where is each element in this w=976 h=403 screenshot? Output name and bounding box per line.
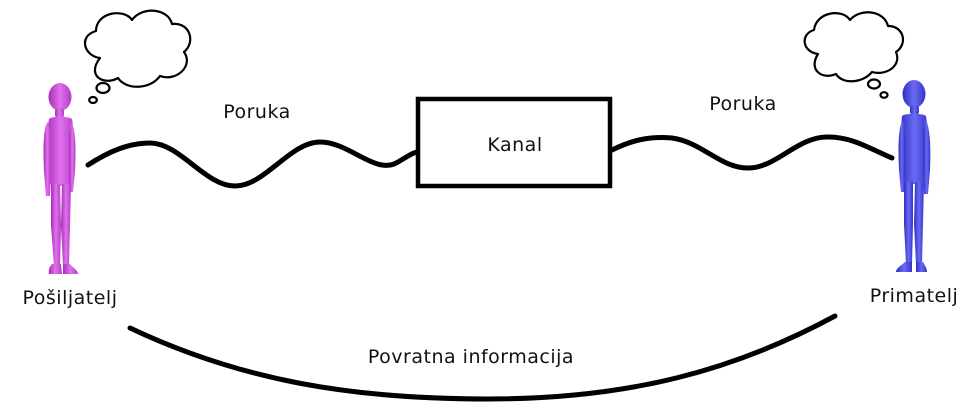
channel-label: Kanal <box>487 134 542 156</box>
receiver-label: Primatelj <box>870 285 959 307</box>
receiver-thought-bubble-icon <box>803 11 905 99</box>
receiver-figure-icon <box>896 80 931 272</box>
message-wave-left <box>85 139 421 189</box>
feedback-label: Povratna informacija <box>368 346 574 368</box>
channel-box <box>415 96 613 189</box>
sender-figure-icon <box>43 83 78 274</box>
feedback-arc <box>127 313 838 402</box>
message-wave-right <box>609 134 895 171</box>
message-right-label: Poruka <box>709 93 777 115</box>
sender-label: Pošiljatelj <box>23 287 118 309</box>
sender-thought-bubble-icon <box>84 9 192 105</box>
message-left-label: Poruka <box>223 101 291 123</box>
